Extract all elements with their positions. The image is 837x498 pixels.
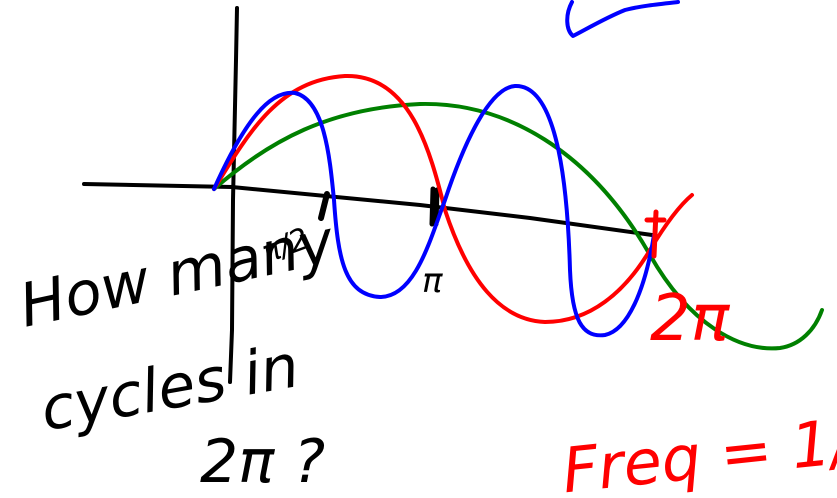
x-axis (82, 182, 654, 237)
blue-sine-curve (212, 83, 656, 338)
question-line3: 2π ? (200, 427, 325, 497)
partial-scribble (565, 0, 680, 38)
two-pi-label: 2π (650, 282, 731, 356)
tick-pi (429, 186, 440, 227)
pi-label: π (422, 261, 443, 301)
red-sine-curve (212, 73, 694, 324)
tick-two-pi (644, 209, 667, 259)
y-axis (228, 6, 239, 384)
green-sine-curve (212, 101, 824, 351)
freq-label: Freq = 1/2π (559, 396, 837, 498)
tick-half-pi (318, 191, 330, 221)
question-line1: How many (14, 207, 342, 342)
